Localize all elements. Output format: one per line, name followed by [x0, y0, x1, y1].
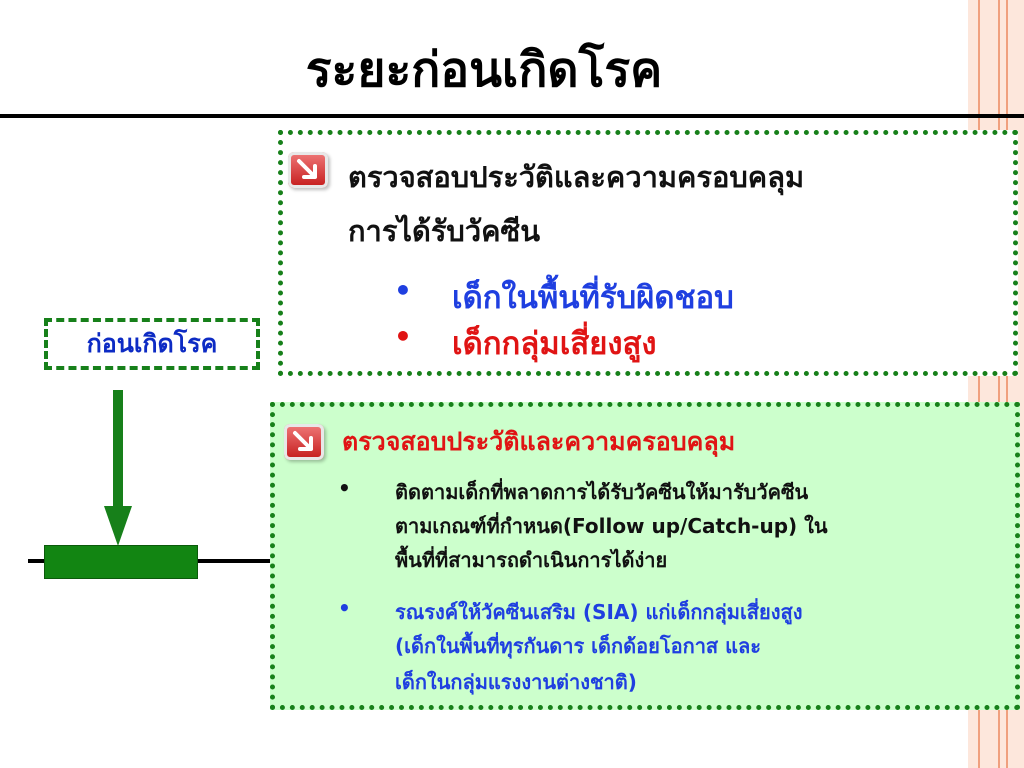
- slide-title: ระยะก่อนเกิดโรค: [305, 42, 663, 98]
- down-arrow-icon: [104, 506, 132, 546]
- title-divider: [0, 114, 1024, 118]
- arrow-down-right-icon: [288, 152, 328, 188]
- bottom-info-box: [270, 402, 1020, 710]
- top-bullet-1: เด็กในพื้นที่รับผิดชอบ: [452, 280, 734, 316]
- bottom-bullet2-line2: (เด็กในพื้นที่ทุรกันดาร เด็กด้อยโอกาส แล…: [395, 634, 761, 658]
- bottom-bullet1-line3: พื้นที่ที่สามารถดำเนินการได้ง่าย: [395, 548, 668, 572]
- bottom-bullet1-line2: ตามเกณฑ์ที่กำหนด(Follow up/Catch-up) ใน: [395, 514, 828, 538]
- bullet-dot: •: [338, 476, 351, 500]
- decorative-stripe: [998, 0, 1000, 768]
- top-heading-line2: การได้รับวัคซีน: [348, 214, 541, 248]
- bottom-bullet2-line1: รณรงค์ให้วัคซีนเสริม (SIA) แก่เด็กกลุ่มเ…: [395, 600, 803, 624]
- top-info-box: [278, 130, 1018, 376]
- arrow-down-right-icon: [284, 424, 324, 460]
- down-arrow-shaft: [113, 390, 123, 508]
- bullet-dot: •: [338, 596, 351, 620]
- decorative-stripe: [978, 0, 980, 768]
- timeline-phase-bar: [44, 545, 198, 579]
- top-heading-line1: ตรวจสอบประวัติและความครอบคลุม: [348, 160, 805, 194]
- top-bullet-2: เด็กกลุ่มเสี่ยงสูง: [452, 326, 657, 362]
- bullet-dot: •: [394, 274, 412, 307]
- bottom-heading: ตรวจสอบประวัติและความครอบคลุม: [342, 427, 736, 456]
- bottom-bullet1-line1: ติดตามเด็กที่พลาดการได้รับวัคซีนให้มารับ…: [395, 480, 809, 504]
- bullet-dot: •: [394, 320, 412, 353]
- decorative-stripe: [1006, 0, 1008, 768]
- pre-disease-label: ก่อนเกิดโรค: [44, 318, 260, 370]
- bottom-bullet2-line3: เด็กในกลุ่มแรงงานต่างชาติ): [395, 670, 637, 694]
